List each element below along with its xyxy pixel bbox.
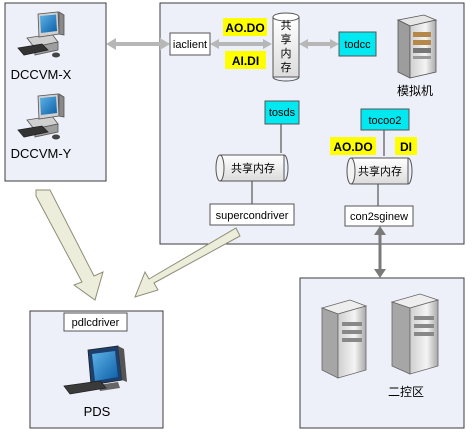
svg-text:pdlcdriver: pdlcdriver [72,317,120,329]
shared-memory-char: 享 [281,32,292,46]
shared-memory-char: 内 [281,46,292,60]
svg-text:AO.DO: AO.DO [333,140,372,154]
svg-text:con2sginew: con2sginew [350,211,408,223]
control-zone-label: 二控区 [388,385,424,399]
control-server-left-icon [320,299,368,379]
link-iaclient-shm [210,39,272,49]
pc-dccvm-y-label: DCCVM-Y [11,146,72,161]
shared-memory-label: 共享内存 [358,164,402,178]
svg-text:iaclient: iaclient [173,39,207,51]
pdlcdriver-box: pdlcdriver [63,312,128,332]
shared-memory-right: 共享内存 [346,157,413,185]
signal-ao-do-top: AO.DO [223,18,267,36]
svg-text:todcc: todcc [344,39,371,51]
con2sginew-box: con2sginew [344,205,414,227]
arrow-supercondriver-to-pds [134,227,241,298]
link-shm-todcc [299,39,339,49]
pc-dccvm-x-label: DCCVM-X [11,67,72,82]
link-clients-iaclient [106,38,170,50]
link-con2sginew-control-zone [374,226,386,278]
pds-workstation-icon [63,345,127,395]
shared-memory-char: 存 [281,60,292,74]
svg-text:AI.DI: AI.DI [232,54,259,68]
simulator-label: 模拟机 [397,84,433,98]
pc-dccvm-y-icon [17,93,65,140]
svg-text:AO.DO: AO.DO [225,21,264,35]
svg-text:supercondriver: supercondriver [216,210,289,222]
shared-memory-top: 共 享 内 存 [272,12,300,82]
svg-text:tosds: tosds [269,107,296,119]
todcc-box: todcc [338,31,377,57]
supercondriver-box: supercondriver [209,203,295,226]
shared-memory-char: 共 [281,19,292,32]
shared-memory-left: 共享内存 [215,154,289,182]
signal-ai-di-top: AI.DI [225,51,266,69]
signal-di-right: DI [395,137,417,155]
tocoo2-box: tocoo2 [360,108,410,131]
simulator-server-icon [396,14,438,79]
svg-text:tocoo2: tocoo2 [368,115,401,127]
shared-memory-label: 共享内存 [231,161,275,175]
iaclient-box: iaclient [169,32,211,56]
signal-ao-do-right: AO.DO [330,137,376,155]
pc-dccvm-x-icon [17,11,65,58]
svg-text:DI: DI [400,140,412,154]
arrow-clients-to-pds [35,189,104,301]
pds-label: PDS [84,404,111,419]
tosds-box: tosds [264,100,300,125]
control-server-right-icon [390,293,440,375]
